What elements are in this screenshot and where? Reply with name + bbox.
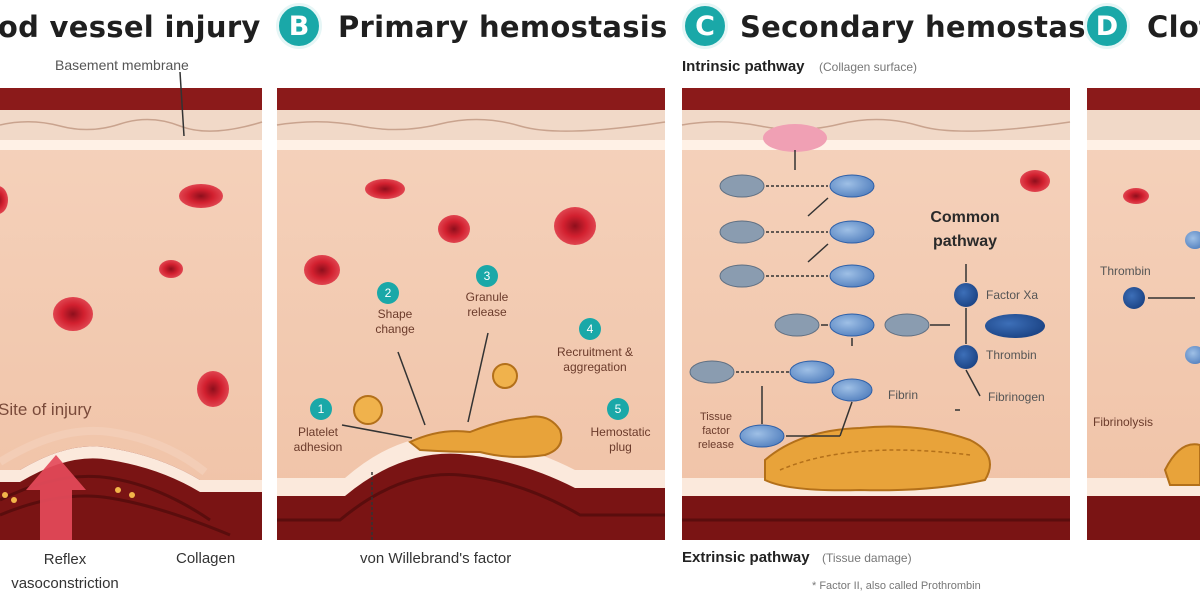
label-fibrin: Fibrin — [888, 388, 919, 402]
panel-c-badge: C — [682, 3, 728, 49]
step-2-badge: 2 — [377, 282, 399, 304]
label-basement-membrane: Basement membrane — [55, 57, 189, 73]
panel-d-badge: D — [1084, 3, 1130, 49]
label-thrombin: Thrombin — [986, 348, 1037, 362]
label-fibrinolysis: Fibrinolysis — [1093, 415, 1154, 429]
panel-a-title: Blood vessel injury — [0, 10, 261, 44]
label-collagen: Collagen — [176, 550, 236, 567]
label-reflex-vasoconstriction: Reflex vasoconstriction — [11, 551, 119, 592]
intrinsic-note: (Collagen surface) — [818, 60, 918, 74]
panel-d-vessel — [1087, 88, 1200, 540]
extrinsic-heading: Extrinsic pathway (Tissue damage) — [682, 549, 912, 567]
panel-c-vessel — [681, 88, 1071, 540]
step-3-badge: 3 — [476, 265, 498, 287]
label-factor-x: Factor Xa — [986, 288, 1039, 302]
panel-d-title: Clot — [1147, 10, 1200, 44]
intrinsic-heading: Intrinsic pathway (Collagen surface) — [682, 58, 917, 76]
label-hemostatic-plug: Hemostatic plug — [590, 425, 651, 454]
label-site-of-injury: Site of injury — [0, 400, 92, 419]
extrinsic-note: (Tissue damage) — [822, 551, 912, 565]
intrinsic-pathway-label: Intrinsic pathway — [682, 58, 805, 75]
label-vwf: von Willebrand's factor — [360, 550, 512, 567]
footnote: * Factor II, also called Prothrombin — [812, 580, 981, 592]
panel-b-title: Primary hemostasis — [338, 10, 668, 44]
step-5-badge: 5 — [607, 398, 629, 420]
label-fibrinogen: Fibrinogen — [988, 390, 1045, 404]
label-d-thrombin: Thrombin — [1100, 264, 1151, 278]
panel-b-badge: B — [276, 3, 322, 49]
step-1-badge: 1 — [310, 398, 332, 420]
label-shape-change: Shape change — [375, 307, 415, 336]
panel-c-title: Secondary hemostasis — [740, 10, 1114, 44]
label-tissue-factor: Tissue factor release — [697, 411, 735, 451]
panel-a-vessel — [0, 71, 263, 540]
label-platelet-adhesion: Platelet adhesion — [293, 425, 343, 454]
panel-b-vessel — [276, 88, 666, 540]
extrinsic-pathway-label: Extrinsic pathway — [682, 549, 810, 566]
step-4-badge: 4 — [579, 318, 601, 340]
label-granule-release: Granule release — [465, 290, 509, 319]
label-common-pathway: Common pathway — [930, 209, 1000, 250]
label-recruitment: Recruitment & aggregation — [556, 345, 634, 374]
